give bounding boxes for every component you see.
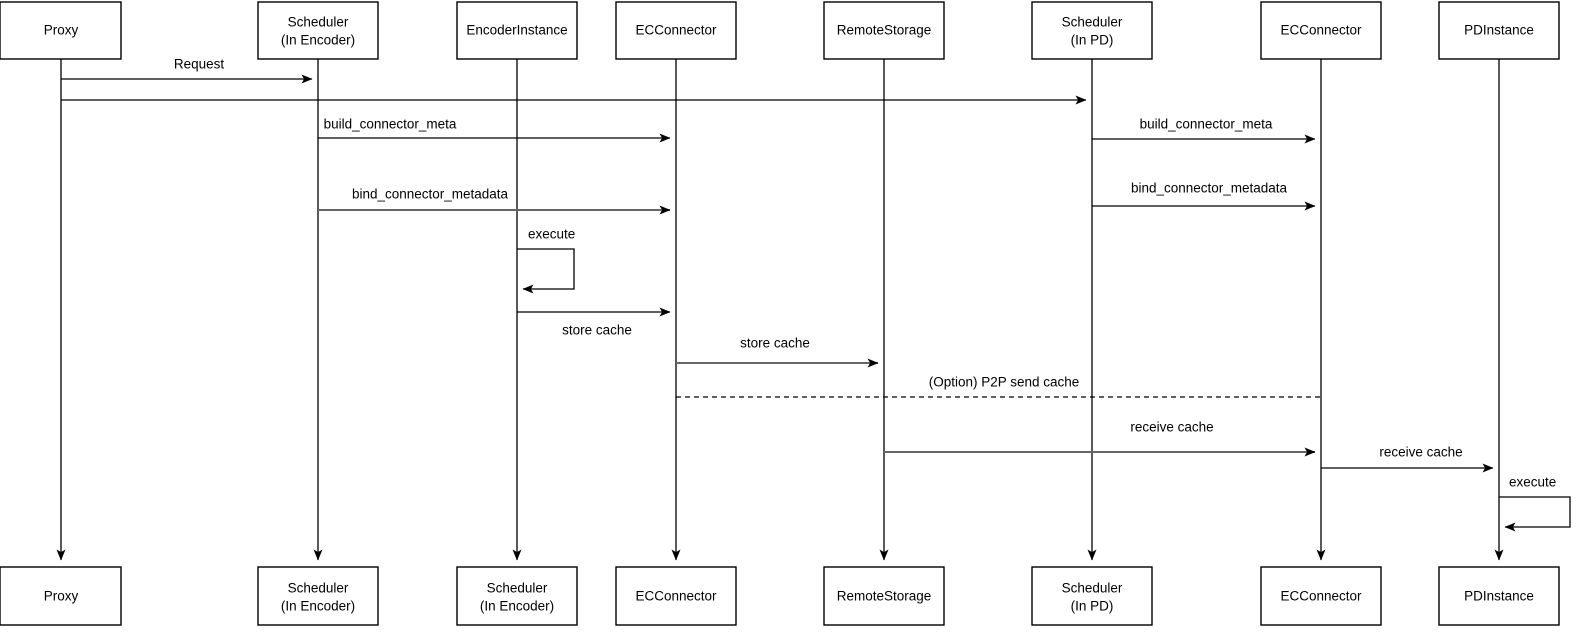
participant-bottom-scheduler-in-encoder[interactable]: Scheduler (In Encoder) [257,566,379,626]
participant-top-scheduler-in-pd-label-2: (In PD) [1071,33,1114,48]
participant-top-proxy-box [0,1,122,60]
participant-bottom-scheduler-in-pd-label-1: Scheduler [1062,581,1123,596]
message-build-connector-meta-pd[interactable]: build_connector_meta [1092,117,1316,144]
participant-bottom-proxy-label: Proxy [44,589,79,604]
participant-boxes-top: Proxy Scheduler (In Encoder) EncoderInst… [0,1,1560,60]
participant-bottom-pd-instance-box [1438,566,1560,626]
participant-top-scheduler-in-pd-label-1: Scheduler [1062,15,1123,30]
participant-top-scheduler-in-encoder-box [257,1,379,60]
participant-top-ecconnector-pd-box [1260,1,1382,60]
participant-bottom-ecconnector-pd-box [1260,566,1382,626]
message-receive-cache-pd-instance-label: receive cache [1379,445,1462,460]
participant-bottom-scheduler-in-encoder-label-1: Scheduler [288,581,349,596]
participant-bottom-pd-instance[interactable]: PDInstance [1438,566,1560,626]
message-execute-pd-instance-loop [1499,496,1571,532]
participant-bottom-proxy[interactable]: Proxy [0,566,122,626]
participant-top-scheduler-in-encoder[interactable]: Scheduler (In Encoder) [257,1,379,60]
participant-bottom-proxy-box [0,566,122,626]
participant-top-remote-storage-label: RemoteStorage [837,23,932,38]
participant-bottom-scheduler-in-encoder-label-2: (In Encoder) [281,599,355,614]
participant-bottom-scheduler-in-pd-box [1031,566,1153,626]
participant-top-ecconnector-pd[interactable]: ECConnector [1260,1,1382,60]
participant-bottom-remote-storage[interactable]: RemoteStorage [823,566,945,626]
participant-bottom-ecconnector-encoder[interactable]: ECConnector [615,566,737,626]
message-receive-cache-ecc-pd-label: receive cache [1130,420,1213,435]
message-build-connector-meta-encoder-label: build_connector_meta [324,117,457,132]
participant-bottom-remote-storage-box [823,566,945,626]
participant-top-encoder-instance[interactable]: EncoderInstance [456,1,578,60]
message-build-connector-meta-encoder[interactable]: build_connector_meta [318,117,671,143]
message-store-cache-encoder[interactable]: store cache [517,307,671,338]
message-execute-pd-instance-label: execute [1509,475,1556,490]
participant-top-remote-storage[interactable]: RemoteStorage [823,1,945,60]
participant-top-remote-storage-box [823,1,945,60]
participant-bottom-ecconnector-encoder-label: ECConnector [635,589,717,604]
participant-top-pd-instance-label: PDInstance [1464,23,1534,38]
message-store-cache-remote-label: store cache [740,336,810,351]
participant-top-scheduler-in-encoder-label-2: (In Encoder) [281,33,355,48]
participant-bottom-pd-instance-label: PDInstance [1464,589,1534,604]
message-bind-connector-metadata-pd[interactable]: bind_connector_metadata [1092,181,1316,211]
message-execute-pd-instance[interactable]: execute [1499,475,1571,532]
message-bind-connector-metadata-encoder[interactable]: bind_connector_metadata [318,187,671,215]
participant-bottom-ecconnector-pd[interactable]: ECConnector [1260,566,1382,626]
message-receive-cache-pd-instance[interactable]: receive cache [1321,445,1494,473]
participant-top-pd-instance-box [1438,1,1560,60]
participant-top-encoder-instance-label: EncoderInstance [466,23,567,38]
message-execute-encoder-instance-label: execute [528,227,575,242]
messages: Request build_connector_meta build_conne… [61,57,1571,532]
message-bind-connector-metadata-pd-label: bind_connector_metadata [1131,181,1288,196]
participant-bottom-ecconnector-pd-label: ECConnector [1280,589,1362,604]
message-bind-connector-metadata-encoder-label: bind_connector_metadata [352,187,509,202]
participant-bottom-encoder-instance-box [456,566,578,626]
participant-bottom-encoder-instance[interactable]: Scheduler (In Encoder) [456,566,578,626]
participant-top-scheduler-in-pd[interactable]: Scheduler (In PD) [1031,1,1153,60]
participant-bottom-remote-storage-label: RemoteStorage [837,589,932,604]
message-execute-encoder-instance-loop [517,248,575,294]
participant-top-pd-instance[interactable]: PDInstance [1438,1,1560,60]
participant-bottom-scheduler-in-pd-label-2: (In PD) [1071,599,1114,614]
participant-bottom-ecconnector-encoder-box [615,566,737,626]
participant-top-ecconnector-encoder[interactable]: ECConnector [615,1,737,60]
participant-top-proxy[interactable]: Proxy [0,1,122,60]
message-execute-encoder-instance[interactable]: execute [517,227,575,294]
lifelines [56,59,1504,561]
participant-top-proxy-label: Proxy [44,23,79,38]
participant-top-scheduler-in-encoder-label-1: Scheduler [288,15,349,30]
message-p2p-send-cache[interactable]: (Option) P2P send cache [676,375,1321,398]
participant-boxes-bottom: Proxy Scheduler (In Encoder) Scheduler (… [0,566,1560,626]
participant-top-ecconnector-encoder-label: ECConnector [635,23,717,38]
message-store-cache-remote[interactable]: store cache [676,336,879,368]
participant-top-encoder-instance-box [456,1,578,60]
message-request-label: Request [174,57,225,72]
message-request[interactable]: Request [61,57,313,84]
message-store-cache-encoder-label: store cache [562,323,632,338]
message-p2p-send-cache-label: (Option) P2P send cache [929,375,1080,390]
participant-top-ecconnector-pd-label: ECConnector [1280,23,1362,38]
participant-bottom-encoder-instance-label-2: (In Encoder) [480,599,554,614]
participant-top-scheduler-in-pd-box [1031,1,1153,60]
participant-top-ecconnector-encoder-box [615,1,737,60]
message-receive-cache-ecc-pd[interactable]: receive cache [884,420,1316,457]
message-build-connector-meta-pd-label: build_connector_meta [1140,117,1273,132]
participant-bottom-encoder-instance-label-1: Scheduler [487,581,548,596]
participant-bottom-scheduler-in-encoder-box [257,566,379,626]
participant-bottom-scheduler-in-pd[interactable]: Scheduler (In PD) [1031,566,1153,626]
